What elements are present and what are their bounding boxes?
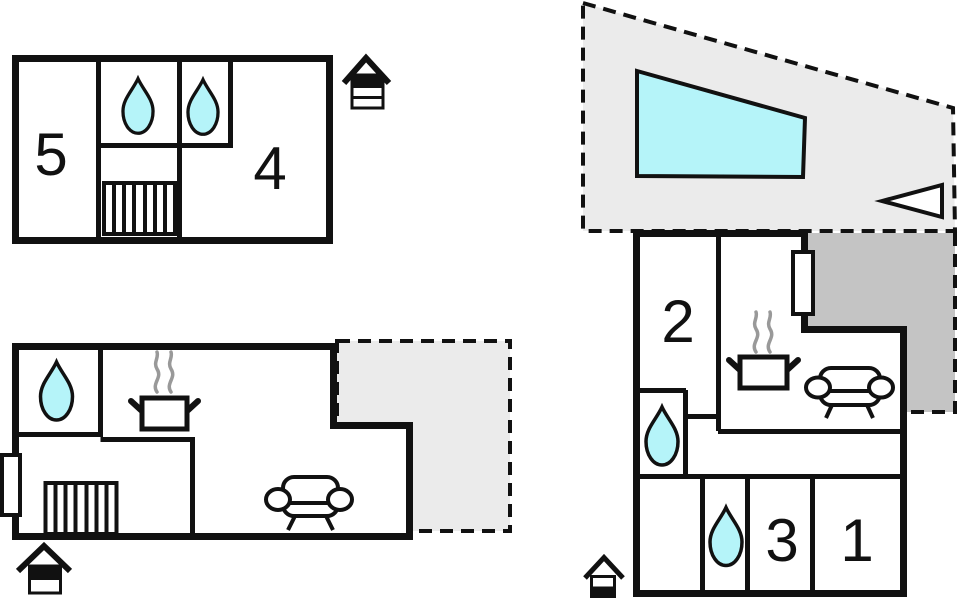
floor-plan-top-left: 5 4 bbox=[12, 55, 333, 244]
patio-dark bbox=[808, 233, 955, 412]
floor-plan-bottom-left bbox=[0, 339, 512, 540]
steam-lines bbox=[752, 310, 774, 354]
sofa-armrest bbox=[867, 375, 895, 400]
stove-icon bbox=[726, 310, 801, 391]
room-label-3: 3 bbox=[765, 507, 798, 574]
stairs-icon bbox=[102, 181, 177, 236]
sofa-legs bbox=[824, 404, 875, 419]
room-label-5: 5 bbox=[34, 121, 67, 188]
patio-dashed-border bbox=[903, 233, 957, 414]
pot-body bbox=[139, 395, 190, 432]
floor-level-icon bbox=[15, 541, 73, 595]
roof-icon bbox=[583, 553, 625, 580]
window-icon bbox=[0, 453, 22, 517]
interior-walls bbox=[96, 62, 233, 237]
room-label-4: 4 bbox=[253, 135, 286, 202]
pot-body bbox=[737, 354, 790, 391]
roof-icon bbox=[15, 541, 73, 574]
floor-level-icon bbox=[341, 53, 392, 110]
active-level-band bbox=[591, 586, 615, 597]
sofa-armrest bbox=[804, 375, 832, 400]
stove-icon bbox=[128, 350, 201, 432]
interior-walls bbox=[15, 350, 195, 533]
active-level-band bbox=[29, 566, 61, 580]
direction-arrow-icon bbox=[874, 182, 944, 220]
active-level-band bbox=[352, 75, 383, 88]
stairs-steps bbox=[53, 483, 109, 534]
pool-icon bbox=[635, 68, 808, 180]
sofa-icon bbox=[804, 366, 895, 419]
stairs-icon bbox=[43, 481, 119, 536]
window-icon bbox=[791, 250, 815, 316]
floor-plan-right: 2 3 1 bbox=[581, 0, 958, 597]
sofa-legs bbox=[286, 515, 335, 531]
sofa-armrest bbox=[264, 487, 292, 512]
floor-level-icon bbox=[583, 553, 625, 598]
sofa-icon bbox=[264, 475, 354, 531]
room-label-1: 1 bbox=[840, 507, 873, 574]
room-label-2: 2 bbox=[661, 288, 694, 355]
steam-lines bbox=[153, 350, 175, 394]
interior-walls bbox=[640, 237, 900, 590]
stairs-steps bbox=[112, 183, 167, 234]
sofa-armrest bbox=[326, 487, 354, 512]
